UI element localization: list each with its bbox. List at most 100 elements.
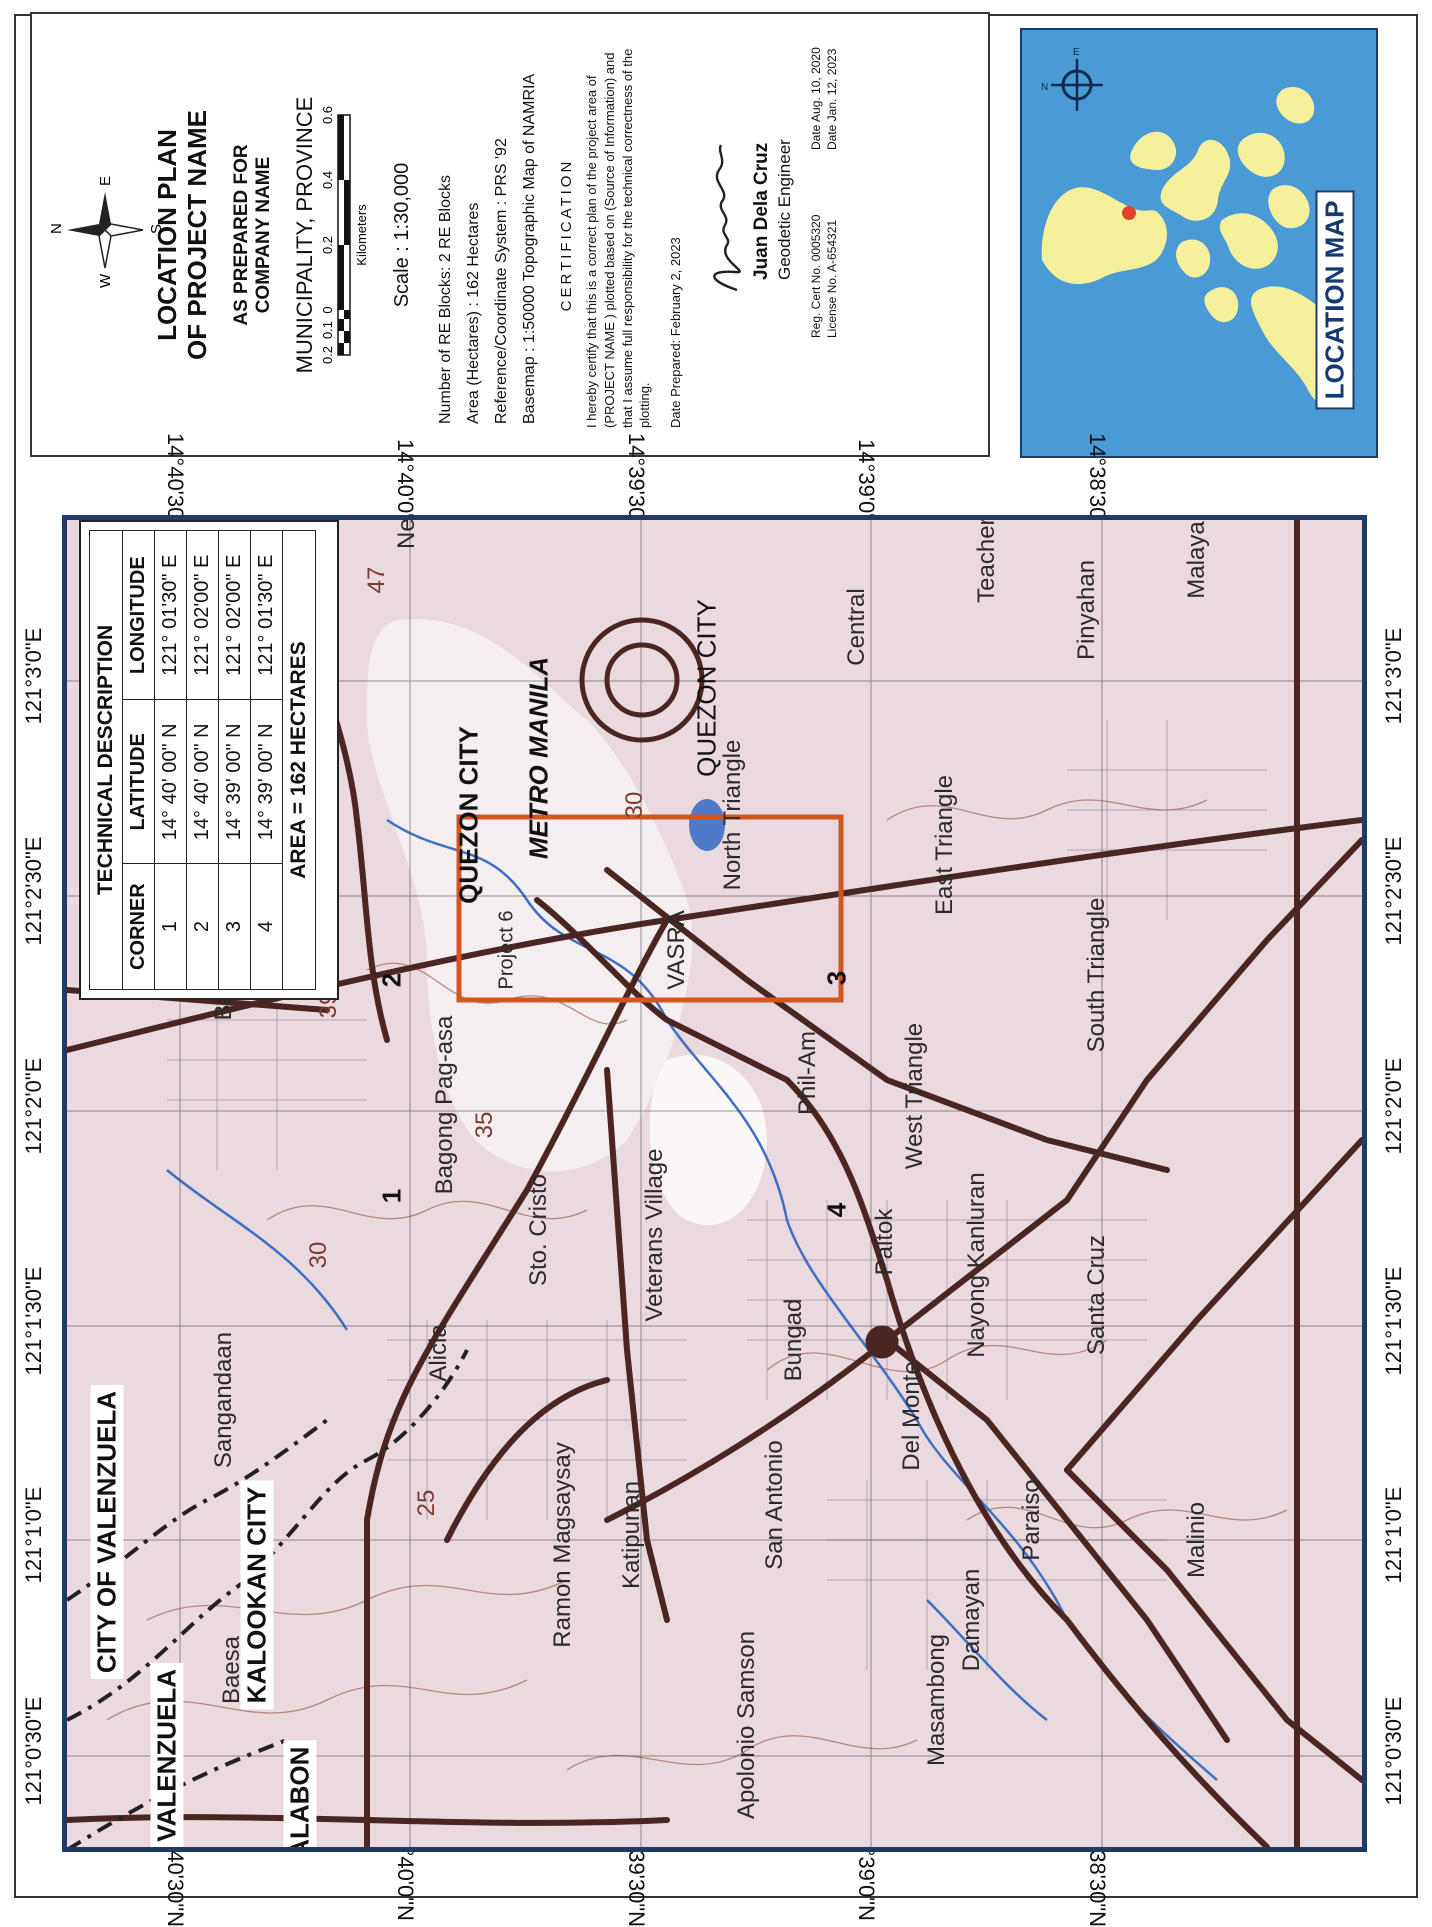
basemap-info: Basemap : 1:50000 Topographic Map of NAM…	[521, 73, 539, 424]
compass-w: W	[97, 273, 114, 288]
lon-label-left: 121°0'30"E	[21, 1696, 46, 1806]
signature-block: Juan Dela Cruz Geodetic Engineer Reg. Ce…	[689, 20, 839, 450]
table-cell: 14° 39' 00" N	[250, 699, 283, 864]
table-cell: 1	[154, 863, 187, 990]
place-new-era: New	[393, 515, 420, 550]
place-bungad: Bungad	[780, 1298, 807, 1382]
certification-heading: CERTIFICATION	[558, 158, 576, 311]
place-santa-cruz: Santa Cruz	[1083, 1234, 1110, 1356]
location-map-label: LOCATION MAP	[1315, 190, 1355, 410]
table-cell: 121° 01'30" E	[154, 530, 187, 700]
table-cell: 121° 02'00" E	[218, 530, 251, 700]
table-cell: 3	[218, 863, 251, 990]
place-west-triangle: West Triangle	[901, 1022, 928, 1170]
compass-n: N	[48, 223, 65, 234]
table-cell: 121° 02'00" E	[186, 530, 219, 700]
place-alicia: Alicia	[425, 1324, 452, 1382]
technical-description-table: TECHNICAL DESCRIPTION CORNER LATITUDE LO…	[89, 530, 316, 990]
table-header: CORNER	[122, 863, 155, 990]
table-header: LATITUDE	[122, 699, 155, 864]
corner-1-label: 1	[376, 1188, 407, 1204]
place-malinio: Malinio	[1183, 1501, 1210, 1579]
lon-label-right: 121°2'0"E	[1381, 1057, 1406, 1155]
location-compass-icon: N E	[1041, 47, 1103, 111]
table-cell: 14° 39' 00" N	[218, 699, 251, 864]
title-block-content: N E S W LOCATION PLAN OF PROJECT NAME AS…	[35, 20, 985, 450]
location-map: N E	[1020, 28, 1378, 458]
technical-description: TECHNICAL DESCRIPTION CORNER LATITUDE LO…	[79, 520, 339, 1000]
location-marker-icon	[1122, 206, 1136, 220]
license-date: Date Jan. 12, 2023	[824, 48, 839, 150]
place-sto-cristo: Sto. Cristo	[525, 1173, 552, 1287]
place-project-6: Project 6	[495, 910, 518, 990]
engineer-name: Juan Dela Cruz	[750, 142, 772, 280]
technical-description-wrapper: TECHNICAL DESCRIPTION CORNER LATITUDE LO…	[54, 515, 364, 1005]
table-row: 1 14° 40' 00" N 121° 01'30" E	[154, 530, 187, 990]
place-san-antonio: San Antonio	[761, 1440, 788, 1570]
place-paltok: Paltok	[871, 1208, 898, 1276]
certification-text: I hereby certify that this is a correct …	[584, 48, 653, 428]
place-damayan: Damayan	[958, 1568, 985, 1672]
scale-bar: 0.2 0.1 0 0.2 0.4 0.6 Kilometers	[320, 105, 369, 363]
re-blocks: Number of RE Blocks: 2 RE Blocks	[437, 174, 455, 424]
place-bagong-pag-asa: Bagong Pag-asa	[431, 1015, 458, 1195]
place-sangandaan: Sangandaan	[210, 1331, 237, 1469]
place-south-triangle: South Triangle	[1083, 897, 1110, 1053]
corner-3-label: 3	[821, 970, 852, 986]
table-row: 2 14° 40' 00" N 121° 02'00" E	[186, 530, 219, 990]
scale-tick: 0.1	[320, 320, 335, 338]
table-row: 4 14° 39' 00" N 121° 01'30" E	[250, 530, 283, 990]
table-cell: 121° 01'30" E	[250, 530, 283, 700]
date-prepared: Date Prepared: February 2, 2023	[667, 236, 683, 428]
place-quezon-city-2: QUEZON CITY	[691, 599, 722, 777]
table-title: TECHNICAL DESCRIPTION	[89, 530, 123, 990]
place-phil-am: Phil-Am	[794, 1030, 821, 1116]
project-info: Number of RE Blocks: 2 RE Blocks Area (H…	[432, 20, 544, 450]
lon-label-left: 121°2'0"E	[21, 1057, 46, 1155]
compass-e: E	[97, 175, 114, 185]
place-ramon-magsaysay: Ramon Magsaysay	[549, 1442, 576, 1648]
scale-tick: 0.2	[320, 345, 335, 363]
table-cell: 4	[250, 863, 283, 990]
lon-label-right: 121°0'30"E	[1381, 1696, 1406, 1806]
table-header: LONGITUDE	[122, 530, 155, 700]
lon-label-left: 121°3'0"E	[21, 627, 46, 725]
contour-25: 25	[413, 1489, 440, 1517]
place-baesa: Baesa	[218, 1635, 245, 1705]
scale-tick: 0.2	[320, 235, 335, 253]
lon-label-left: 121°1'30"E	[21, 1266, 46, 1376]
reg-date: Date Aug. 10, 2020	[808, 46, 823, 150]
table-cell: 14° 40' 00" N	[154, 699, 187, 864]
place-central: Central	[843, 588, 870, 666]
place-valenzuela-2: CITY OF VALENZUELA	[150, 1662, 184, 1847]
place-apolonio-samson: Apolonio Samson	[733, 1630, 760, 1820]
place-del-monte: Del Monte	[898, 1361, 925, 1471]
place-paraiso: Paraiso	[1018, 1479, 1045, 1561]
area-info: Area (Hectares) : 162 Hectares	[465, 202, 483, 424]
reference-system: Reference/Coordinate System : PRS '92	[493, 137, 511, 424]
corner-4-label: 4	[821, 1202, 852, 1218]
location-map-graphic: N E	[1041, 47, 1355, 409]
scale-tick: 0.6	[320, 105, 335, 123]
reg-cert: Reg. Cert No. 0005320	[808, 214, 823, 338]
table-row: 3 14° 39' 00" N 121° 02'00" E	[218, 530, 251, 990]
place-east-triangle: East Triangle	[931, 774, 958, 916]
loc-compass-e: E	[1073, 47, 1080, 58]
place-katipunan: Katipunan	[618, 1480, 645, 1590]
engineer-role: Geodetic Engineer	[774, 138, 794, 280]
prepared-for: AS PREPARED FOR COMPANY NAME	[230, 143, 274, 326]
scale-unit: Kilometers	[354, 203, 369, 265]
scale-tick: 0.4	[320, 170, 335, 188]
place-malabon: MALABON	[283, 1740, 317, 1847]
place-vasra: VASRA	[663, 910, 690, 990]
title-block: N E S W LOCATION PLAN OF PROJECT NAME AS…	[30, 12, 990, 457]
place-north-triangle: North Triangle	[719, 739, 746, 891]
scale-tick: 0	[320, 306, 335, 313]
place-teachers-village: Teachers Village	[973, 515, 1000, 603]
license-no: License No. A-654321	[824, 219, 839, 338]
corner-2-label: 2	[376, 972, 407, 988]
place-pinyahan: Pinyahan	[1073, 559, 1100, 661]
place-malaya: Malaya	[1183, 521, 1210, 599]
compass-s: S	[148, 223, 165, 233]
table-area: AREA = 162 HECTARES	[282, 530, 316, 990]
